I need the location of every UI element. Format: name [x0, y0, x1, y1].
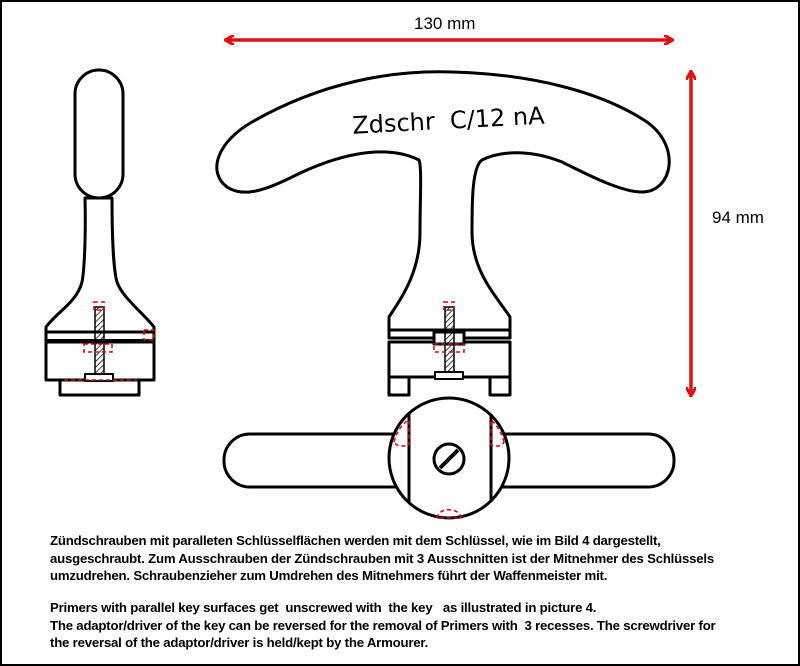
caption-line: The adaptor/driver of the key can be rev… [50, 617, 716, 633]
caption-line: the reversal of the adaptor/driver is he… [50, 635, 429, 650]
width-label: 130 mm [414, 14, 476, 33]
caption-line: Primers with parallel key surfaces get u… [50, 600, 597, 615]
caption-line: ausgeschraubt. Zum Ausschrauben der Zünd… [50, 550, 714, 566]
front-view: Zdschr C/12 nA [215, 70, 671, 397]
height-label: 94 mm [712, 208, 764, 227]
side-view [44, 68, 156, 397]
caption-line: umzudrehen. Schraubenzieher zum Umdrehen… [50, 568, 608, 583]
caption-english: Primers with parallel key surfaces get u… [50, 599, 790, 652]
caption-line: Zündschrauben mit paralleten Schlüsselfl… [50, 533, 661, 548]
caption-german: Zündschrauben mit paralleten Schlüsselfl… [50, 532, 790, 585]
bottom-view [222, 396, 676, 520]
